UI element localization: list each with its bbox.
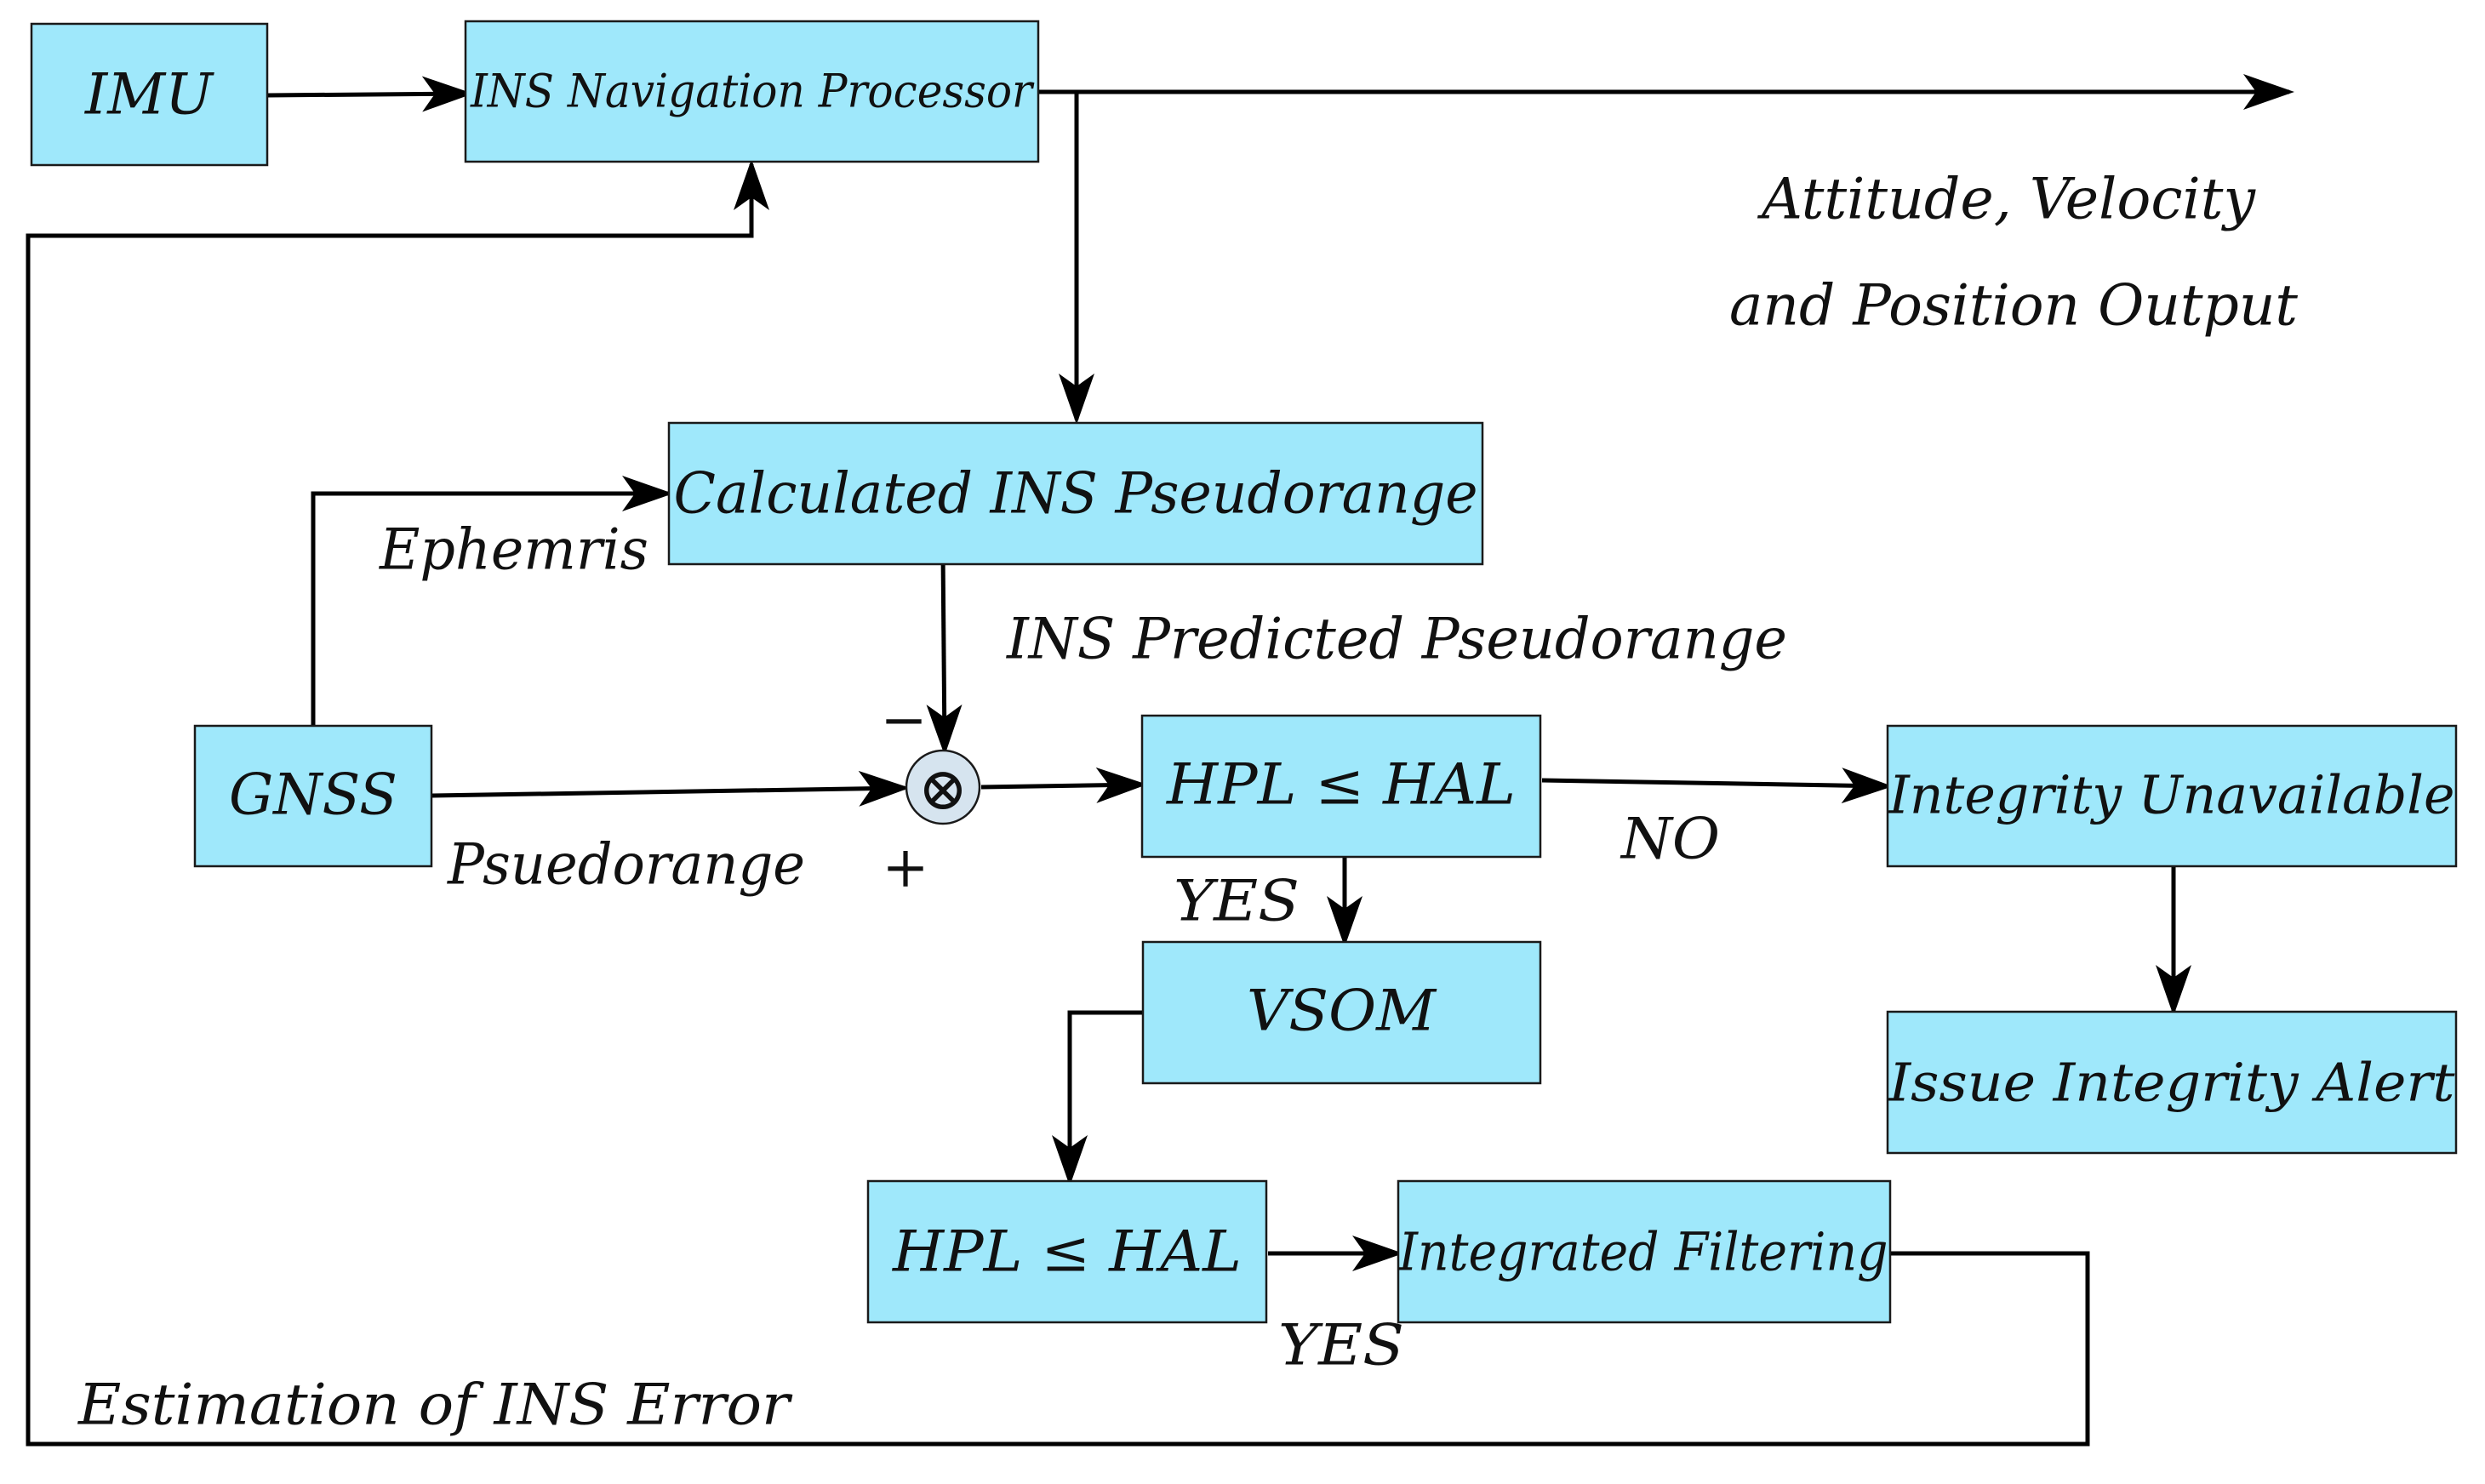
block-hpl-check-2: HPL ≤ HAL (866, 1179, 1268, 1324)
integrity-alert-label: Issue Integrity Alert (1888, 1052, 2454, 1114)
integrity-unavailable-box (1886, 724, 2458, 868)
summing-junction-circle (905, 749, 981, 825)
connectors (26, 74, 2294, 1447)
calc-pseudorange-label: Calculated INS Pseudorange (674, 461, 1478, 527)
psuedorange-label: Psuedorange (447, 832, 805, 898)
gnss-label: GNSS (229, 762, 397, 828)
arrow-vsom-to-hpl2 (1052, 1010, 1145, 1186)
block-integrity-alert: Issue Integrity Alert (1886, 1010, 2458, 1155)
integrated-filtering-label: Integrated Filtering (1398, 1221, 1888, 1283)
integrated-filtering-box (1397, 1179, 1892, 1324)
imu-box (30, 22, 269, 167)
output-label-line2: and Position Output (1729, 273, 2298, 339)
yes-label-2: YES (1278, 1313, 1404, 1378)
hpl-check-2-label: HPL ≤ HAL (892, 1219, 1242, 1285)
ins-processor-label: INS Navigation Processor (470, 65, 1035, 118)
vsom-box (1141, 940, 1542, 1085)
arrow-feedback-to-processor (26, 159, 2090, 1447)
summing-junction: ⊗ (905, 749, 981, 825)
junction-minus-sign: − (880, 688, 927, 753)
no-label: NO (1620, 807, 1720, 872)
hpl-check-1-box (1140, 714, 1542, 859)
block-ins-processor: INS Navigation Processor (464, 20, 1040, 163)
summing-junction-symbol: ⊗ (918, 754, 968, 824)
hpl-check-2-box (866, 1179, 1268, 1324)
arrow-imu-to-processor (267, 76, 473, 112)
gnss-box (193, 724, 433, 868)
block-calc-pseudorange: Calculated INS Pseudorange (667, 421, 1484, 566)
block-vsom: VSOM (1141, 940, 1542, 1085)
block-hpl-check-1: HPL ≤ HAL (1140, 714, 1542, 859)
block-integrity-unavailable: Integrity Unavailable (1886, 724, 2458, 868)
hpl-check-1-label: HPL ≤ HAL (1166, 752, 1516, 818)
ins-processor-box (464, 20, 1040, 163)
imu-label: IMU (84, 62, 214, 128)
annotations: Attitude, Velocity and Position Output E… (77, 167, 2299, 1438)
arrow-gnss-to-junction (431, 770, 910, 807)
estimation-label: Estimation of INS Error (77, 1373, 793, 1438)
calc-pseudorange-box (667, 421, 1484, 566)
junction-plus-sign: + (882, 835, 928, 900)
vsom-label: VSOM (1247, 979, 1437, 1044)
integrity-alert-box (1886, 1010, 2458, 1155)
arrow-calc-to-junction (926, 551, 963, 756)
yes-label-1: YES (1174, 869, 1300, 934)
arrow-hpl1-to-unavailable (1541, 768, 1893, 804)
arrow-junction-to-hpl1 (980, 767, 1147, 803)
block-imu: IMU (30, 22, 269, 167)
integrity-unavailable-label: Integrity Unavailable (1888, 764, 2455, 826)
arrow-gnss-ephemeris (311, 476, 673, 729)
output-label-line1: Attitude, Velocity (1757, 167, 2256, 232)
block-gnss: GNSS (193, 724, 433, 868)
ins-predicted-label: INS Predicted Pseudorange (1006, 607, 1787, 672)
ephemris-label: Ephemris (379, 517, 648, 583)
block-integrated-filtering: Integrated Filtering (1397, 1179, 1892, 1324)
